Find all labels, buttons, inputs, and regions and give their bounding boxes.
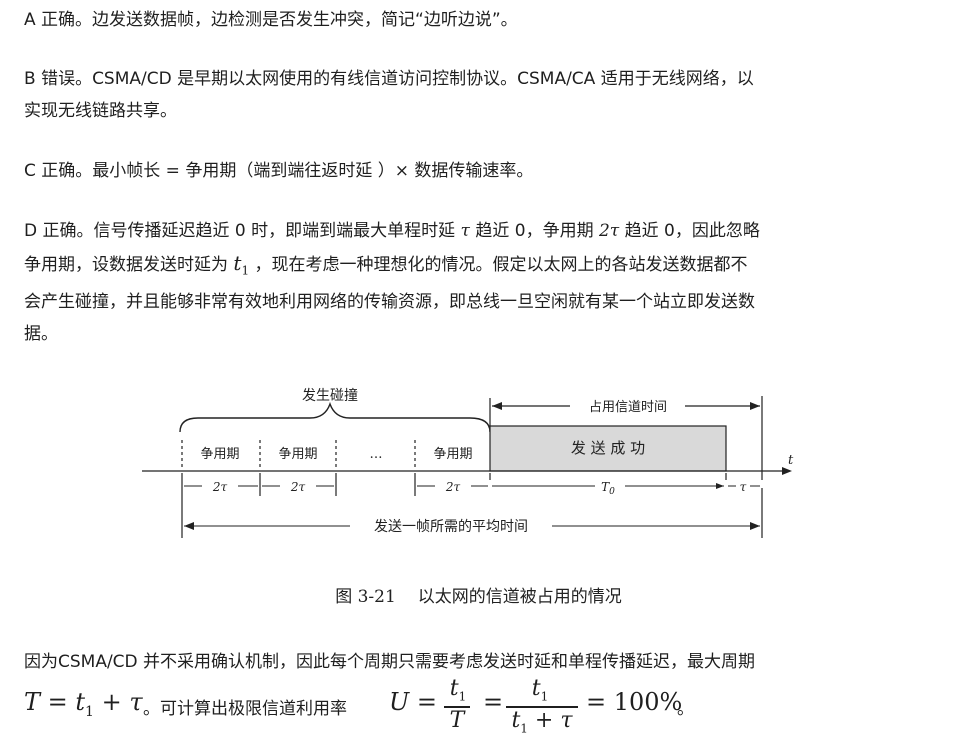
- paragraph-c: C 正确。最小帧长 = 争用期（端到端往返时延 ）× 数据传输速率。: [24, 161, 534, 181]
- paragraph-d-line2: 争用期，设数据发送时延为 t1 ，现在考虑一种理想化的情况。假定以太网上的各站发…: [24, 247, 924, 286]
- paragraph-d-line1: D 正确。信号传播延迟趋近 0 时，即端到端最大单程时延 τ 趋近 0，争用期 …: [24, 215, 924, 247]
- frac1-numerator: t1: [449, 676, 467, 704]
- span-3-label: 2τ: [445, 480, 461, 494]
- frac2-numerator: t1: [531, 676, 549, 704]
- occupy-arrowhead-right: [750, 402, 760, 410]
- d1-text-end: 趋近 0，因此忽略: [624, 221, 760, 241]
- contention-3: 争用期: [433, 447, 472, 462]
- occupy-arrowhead-left: [492, 402, 502, 410]
- paragraph-a: A 正确。边发送数据帧，边检测是否发生冲突，简记“边听边说”。: [24, 10, 518, 30]
- frac1-bar: [444, 706, 470, 708]
- ethernet-channel-figure: 发生碰撞 占用信道时间 发 送 成 功 争用期 争用期 … 争用期 t: [140, 378, 820, 548]
- tau-label: τ: [740, 480, 747, 494]
- d1-text: D 正确。信号传播延迟趋近 0 时，即端到端最大单程时延: [24, 221, 456, 241]
- d2-text-end: ，现在考虑一种理想化的情况。假定以太网上的各站发送数据都不: [254, 255, 748, 275]
- success-label: 发 送 成 功: [571, 439, 645, 457]
- collision-label: 发生碰撞: [302, 388, 358, 404]
- figure-caption: 图 3-21 以太网的信道被占用的情况: [0, 582, 957, 607]
- paragraph-b: B 错误。CSMA/CD 是早期以太网使用的有线信道访问控制协议。CSMA/CA…: [24, 63, 924, 127]
- figure-diagram: 发生碰撞 占用信道时间 发 送 成 功 争用期 争用期 … 争用期 t: [142, 388, 794, 538]
- caption-text: 以太网的信道被占用的情况: [417, 587, 622, 607]
- t0-label: T0: [601, 480, 615, 497]
- utilization-symbol: U =: [389, 688, 437, 716]
- success-box: [489, 425, 727, 472]
- dots: …: [370, 447, 383, 462]
- avg-arrowhead-right: [750, 522, 760, 530]
- frac2-bar: [506, 706, 578, 708]
- avg-time-label: 发送一帧所需的平均时间: [374, 519, 528, 535]
- paragraph-b-line2: 实现无线链路共享。: [24, 101, 177, 121]
- span-1-label: 2τ: [212, 480, 228, 494]
- contention-1: 争用期: [200, 447, 239, 462]
- paragraph-b-line1: B 错误。CSMA/CD 是早期以太网使用的有线信道访问控制协议。CSMA/CA…: [24, 69, 754, 89]
- period-formula: T = t1 + τ: [24, 688, 143, 720]
- t1-symbol: t: [233, 251, 242, 275]
- formula-end: 。: [677, 699, 694, 719]
- collision-brace: [179, 401, 491, 433]
- formula-text: 。可计算出极限信道利用率: [143, 699, 347, 719]
- occupy-label: 占用信道时间: [589, 400, 667, 415]
- paragraph-d-line4: 据。: [24, 324, 58, 345]
- paragraph-d: D 正确。信号传播延迟趋近 0 时，即端到端最大单程时延 τ 趋近 0，争用期 …: [24, 215, 924, 350]
- caption-number: 图 3-21: [335, 587, 396, 607]
- t1-subscript: 1: [241, 263, 250, 278]
- equals-sign: =: [483, 688, 504, 716]
- t0-arrowhead: [716, 483, 724, 489]
- conclusion-line1: 因为CSMA/CD 并不采用确认机制，因此每个周期只需要考虑发送时延和单程传播延…: [24, 652, 756, 672]
- time-axis-arrowhead: [782, 467, 792, 475]
- tau-symbol: τ: [460, 221, 470, 241]
- frac1-denominator: T: [449, 708, 465, 733]
- two-tau-symbol: 2τ: [598, 221, 620, 241]
- d2-text: 争用期，设数据发送时延为: [24, 255, 228, 275]
- span-2-label: 2τ: [290, 480, 306, 494]
- result-value: = 100%: [586, 688, 683, 716]
- d1-text-mid: 趋近 0，争用期: [475, 221, 594, 241]
- contention-2: 争用期: [278, 447, 317, 462]
- avg-arrowhead-left: [184, 522, 194, 530]
- paragraph-d-line3: 会产生碰撞，并且能够非常有效地利用网络的传输资源，即总线一旦空闲就有某一个站立即…: [24, 292, 755, 313]
- frac2-denominator: t1 + τ: [511, 708, 573, 736]
- time-axis-label: t: [788, 453, 794, 468]
